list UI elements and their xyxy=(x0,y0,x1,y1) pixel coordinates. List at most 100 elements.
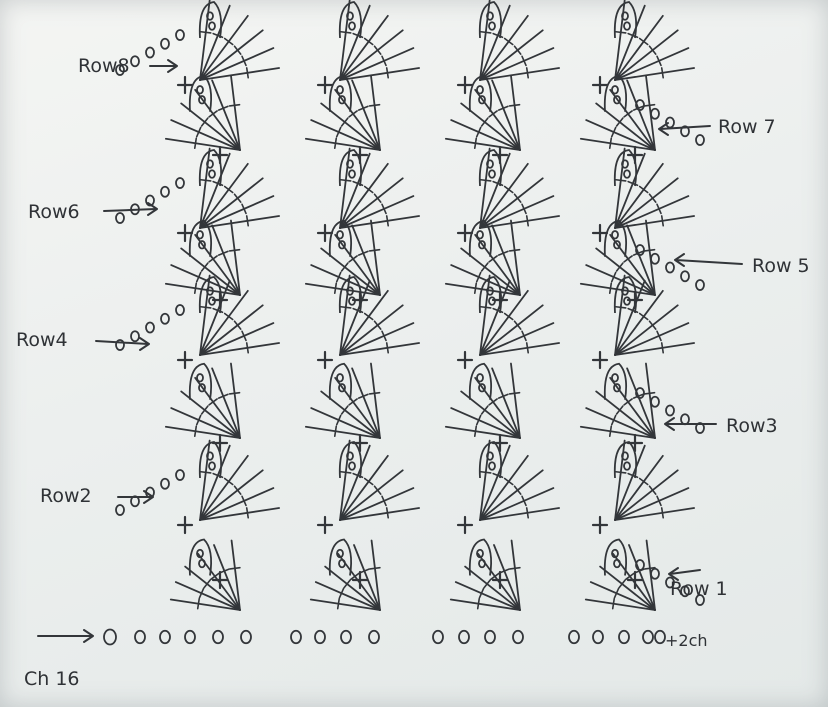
double-crochet-bar xyxy=(365,39,373,45)
double-crochet-bar xyxy=(624,399,632,405)
double-crochet-bar xyxy=(645,393,655,394)
double-crochet-bar xyxy=(349,111,357,117)
turning-chain-stitch xyxy=(666,406,674,416)
double-crochet-bar xyxy=(370,250,380,251)
chain-stitch xyxy=(487,12,493,20)
turning-chain-stitch xyxy=(651,254,659,264)
row3-arrow xyxy=(665,418,716,430)
chain-stitch xyxy=(624,462,630,470)
foundation-chain-stitch xyxy=(459,631,469,644)
double-crochet-bar xyxy=(510,105,520,106)
double-crochet-bar xyxy=(475,138,476,148)
row4-label-group: Row4 xyxy=(16,329,149,351)
row1-label-group: Row 1 xyxy=(669,568,728,600)
double-crochet-bar xyxy=(209,399,217,405)
row7-arrow xyxy=(659,123,710,135)
chain-stitch xyxy=(337,374,343,382)
turning-chain-stitch xyxy=(161,479,169,489)
row7-label-group: Row 7 xyxy=(659,116,776,138)
double-crochet-bar xyxy=(616,180,626,181)
double-crochet-bar xyxy=(505,314,513,320)
double-crochet-bar xyxy=(338,599,339,609)
chain-stitch xyxy=(489,170,495,178)
foundation-start-loop xyxy=(104,630,116,645)
double-crochet-bar xyxy=(491,573,499,579)
double-crochet-bar xyxy=(247,68,248,78)
double-crochet-bar xyxy=(624,256,632,262)
row4-label: Row4 xyxy=(16,329,68,351)
double-crochet-bar xyxy=(225,187,233,193)
double-crochet-bar xyxy=(195,426,196,436)
double-crochet-bar xyxy=(489,111,497,117)
double-crochet-bar xyxy=(341,307,351,308)
double-crochet-bar xyxy=(510,568,520,569)
double-crochet-bar xyxy=(341,32,351,33)
double-crochet-bar xyxy=(365,314,373,320)
chain-stitch xyxy=(347,12,353,20)
chain-stitch xyxy=(209,22,215,30)
double-crochet-bar xyxy=(616,307,626,308)
foundation-chain-stitch xyxy=(341,631,351,644)
turning-chain-stitch xyxy=(696,280,704,290)
chain-stitch xyxy=(477,374,483,382)
row5-label: Row 5 xyxy=(752,255,810,277)
double-crochet-bar xyxy=(640,187,648,193)
double-crochet-bar xyxy=(510,250,520,251)
turning-chain-stitch xyxy=(131,56,139,66)
double-crochet-bar xyxy=(640,39,648,45)
chain-stitch xyxy=(197,86,203,94)
double-crochet-bar xyxy=(370,568,380,569)
double-crochet-bar xyxy=(527,508,528,518)
foundation-chain-stitch xyxy=(485,631,495,644)
chain-stitch xyxy=(624,22,630,30)
foundation-chain-stitch xyxy=(655,631,665,644)
double-crochet-bar xyxy=(225,314,233,320)
double-crochet-bar xyxy=(645,250,655,251)
chain-stitch xyxy=(349,462,355,470)
foundation-chain-stitch xyxy=(643,631,653,644)
double-crochet-bar xyxy=(626,573,634,579)
turning-chain-stitch xyxy=(176,178,184,188)
chain-stitch xyxy=(622,160,628,168)
turning-chain-stitch xyxy=(176,305,184,315)
double-crochet-bar xyxy=(198,599,199,609)
chain-stitch xyxy=(477,86,483,94)
double-crochet-bar xyxy=(335,426,336,436)
double-crochet-bar xyxy=(387,68,388,78)
foundation-chain-stitch xyxy=(213,631,223,644)
chain-stitch xyxy=(209,170,215,178)
double-crochet-bar xyxy=(230,250,240,251)
turning-chain-stitch xyxy=(146,48,154,58)
double-crochet-bar xyxy=(225,479,233,485)
double-crochet-bar xyxy=(610,138,611,148)
double-crochet-bar xyxy=(527,216,528,226)
double-crochet-bar xyxy=(387,343,388,353)
row1-label: Row 1 xyxy=(670,578,728,600)
double-crochet-bar xyxy=(481,307,491,308)
foundation-chain-stitch xyxy=(315,631,325,644)
turning-chain-stitch xyxy=(161,187,169,197)
double-crochet-bar xyxy=(610,283,611,293)
double-crochet-bar xyxy=(481,32,491,33)
chain-stitch xyxy=(209,462,215,470)
row7-label: Row 7 xyxy=(718,116,776,138)
chain-stitch xyxy=(337,231,343,239)
chain-stitch xyxy=(622,12,628,20)
double-crochet-bar xyxy=(481,180,491,181)
chain-stitch xyxy=(624,170,630,178)
double-crochet-bar xyxy=(209,256,217,262)
double-crochet-bar xyxy=(475,426,476,436)
chain-stitch xyxy=(207,160,213,168)
chain-stitch xyxy=(337,86,343,94)
double-crochet-bar xyxy=(662,216,663,226)
double-crochet-bar xyxy=(335,138,336,148)
chain-stitch xyxy=(479,560,485,568)
double-crochet-bar xyxy=(247,508,248,518)
double-crochet-bar xyxy=(616,32,626,33)
double-crochet-bar xyxy=(475,283,476,293)
turning-chain-stitch xyxy=(681,271,689,281)
double-crochet-bar xyxy=(341,472,351,473)
double-crochet-bar xyxy=(225,39,233,45)
foundation-chain-stitch xyxy=(160,631,170,644)
